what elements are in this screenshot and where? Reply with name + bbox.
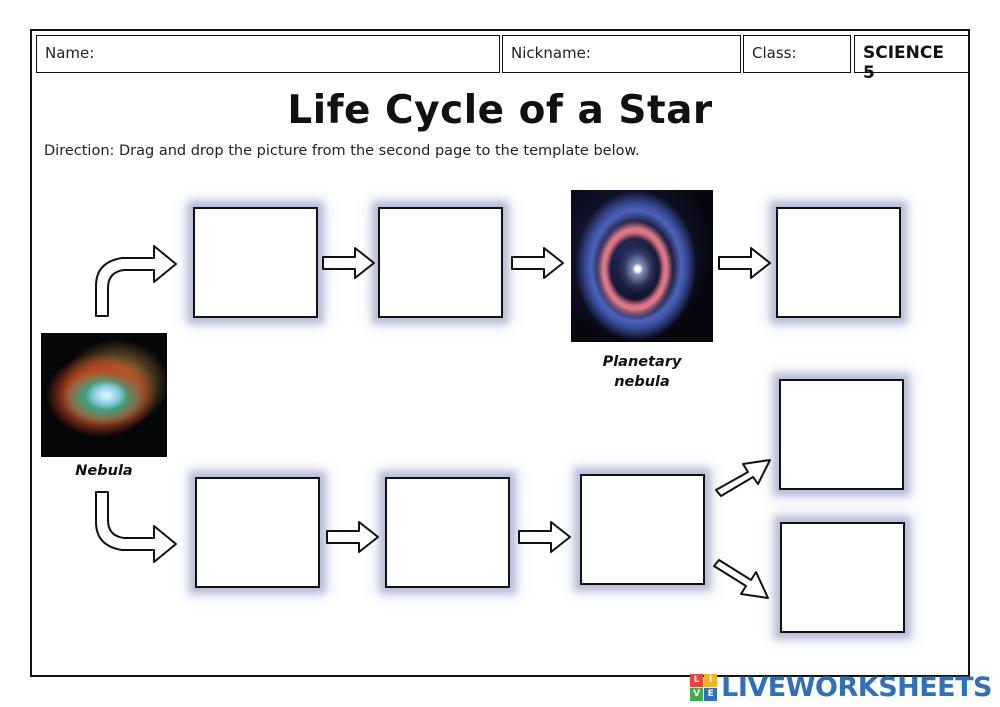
name-label: Name: bbox=[45, 44, 95, 62]
nickname-field[interactable]: Nickname: bbox=[502, 35, 741, 73]
diagonal-arrow-up-right-icon bbox=[715, 459, 771, 497]
subject-label: SCIENCE 5 bbox=[854, 35, 969, 83]
curved-arrow-down-right-icon bbox=[95, 491, 177, 563]
curved-arrow-up-right-icon bbox=[95, 245, 177, 317]
logo-letter: V bbox=[690, 687, 704, 701]
right-arrow-icon bbox=[322, 247, 375, 279]
drop-box-bottom-3[interactable] bbox=[580, 474, 705, 585]
logo-letter: E bbox=[704, 687, 718, 701]
page-title: Life Cycle of a Star bbox=[287, 88, 713, 133]
nebula-caption: Nebula bbox=[75, 463, 133, 479]
drop-box-top-3[interactable] bbox=[776, 207, 901, 318]
right-arrow-icon bbox=[326, 521, 379, 553]
drop-box-top-2[interactable] bbox=[378, 207, 503, 318]
header-row: Name: Nickname: Class: SCIENCE 5 bbox=[36, 35, 969, 83]
worksheet-frame bbox=[30, 29, 970, 677]
logo-letter: I bbox=[704, 673, 718, 687]
drop-box-branch-lower[interactable] bbox=[780, 522, 905, 633]
planetary-nebula-caption: Planetary nebula bbox=[571, 352, 713, 392]
diagonal-arrow-down-right-icon bbox=[713, 559, 769, 599]
planetary-nebula-caption-line1: Planetary bbox=[602, 354, 682, 370]
right-arrow-icon bbox=[511, 247, 564, 279]
name-field[interactable]: Name: bbox=[36, 35, 500, 73]
nickname-label: Nickname: bbox=[511, 44, 591, 62]
drop-box-top-1[interactable] bbox=[193, 207, 318, 318]
drop-box-branch-upper[interactable] bbox=[779, 379, 904, 490]
logo-text: LIVEWORKSHEETS bbox=[721, 672, 992, 703]
direction-text: Direction: Drag and drop the picture fro… bbox=[44, 143, 640, 159]
right-arrow-icon bbox=[718, 247, 771, 279]
logo-letter: L bbox=[690, 673, 704, 687]
planetary-nebula-caption-line2: nebula bbox=[614, 374, 670, 390]
liveworksheets-logo: L I V E LIVEWORKSHEETS bbox=[690, 672, 992, 703]
right-arrow-icon bbox=[518, 521, 571, 553]
nebula-image bbox=[41, 333, 167, 457]
class-field[interactable]: Class: bbox=[743, 35, 851, 73]
drop-box-bottom-2[interactable] bbox=[385, 477, 510, 588]
drop-box-bottom-1[interactable] bbox=[195, 477, 320, 588]
logo-mark-icon: L I V E bbox=[690, 673, 718, 702]
planetary-nebula-image bbox=[571, 190, 713, 342]
class-label: Class: bbox=[752, 44, 797, 62]
